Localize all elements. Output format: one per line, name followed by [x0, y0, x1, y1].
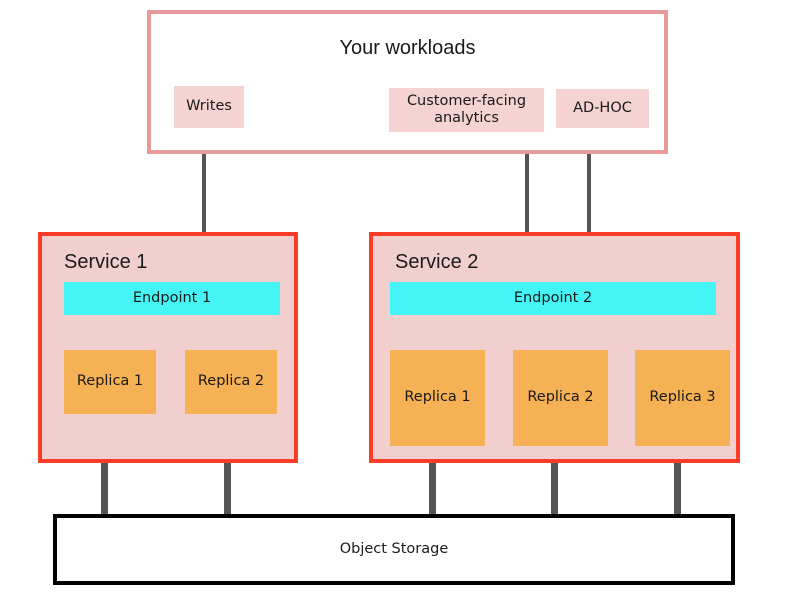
- workloads-title: Your workloads: [339, 37, 476, 59]
- connector-s2-replica3-storage: [674, 442, 681, 518]
- service-1-replica-2[interactable]: Replica 2: [185, 350, 277, 414]
- connector-s2-replica1-storage: [429, 442, 436, 518]
- workload-chip-writes-label: Writes: [186, 98, 232, 115]
- service-2-replica-2-label: Replica 2: [527, 389, 594, 406]
- endpoint-1[interactable]: Endpoint 1: [64, 282, 280, 315]
- workload-chip-ad-hoc-label: AD-HOC: [573, 99, 632, 116]
- endpoint-2[interactable]: Endpoint 2: [390, 282, 716, 315]
- service-1-replica-1[interactable]: Replica 1: [64, 350, 156, 414]
- service-2-replica-1[interactable]: Replica 1: [390, 350, 485, 446]
- service-1-replica-2-label: Replica 2: [197, 373, 265, 390]
- connector-analytics-stem: [525, 126, 529, 263]
- service-2-replica-3[interactable]: Replica 3: [635, 350, 730, 446]
- object-storage-box: Object Storage: [53, 514, 735, 585]
- service-box-1: Service 1 Endpoint 1 Replica 1 Replica 2: [38, 232, 298, 463]
- connector-s1-replica2-storage: [224, 410, 231, 518]
- endpoint-1-label: Endpoint 1: [132, 289, 212, 306]
- workload-chip-ad-hoc[interactable]: AD-HOC: [556, 89, 649, 128]
- service-2-title: Service 2: [395, 251, 479, 273]
- service-2-replica-2[interactable]: Replica 2: [513, 350, 608, 446]
- workload-chip-customer-facing-analytics[interactable]: Customer-facing analytics: [389, 88, 544, 132]
- service-1-replica-1-label: Replica 1: [76, 373, 144, 390]
- object-storage-label: Object Storage: [339, 540, 449, 557]
- service-2-replica-3-label: Replica 3: [649, 389, 716, 406]
- workload-chip-writes[interactable]: Writes: [174, 86, 244, 128]
- workloads-panel: Your workloads Writes Customer-facing an…: [147, 10, 668, 154]
- connector-writes-stem: [202, 123, 206, 263]
- workload-chip-customer-facing-analytics-label: Customer-facing analytics: [406, 92, 527, 126]
- service-box-2: Service 2 Endpoint 2 Replica 1 Replica 2…: [369, 232, 740, 463]
- connector-s1-replica1-storage: [101, 410, 108, 518]
- connector-s2-replica2-storage: [551, 442, 558, 518]
- endpoint-2-label: Endpoint 2: [513, 289, 593, 306]
- service-1-title: Service 1: [64, 251, 148, 273]
- connector-adhoc-stem: [587, 123, 591, 263]
- service-2-replica-1-label: Replica 1: [404, 389, 471, 406]
